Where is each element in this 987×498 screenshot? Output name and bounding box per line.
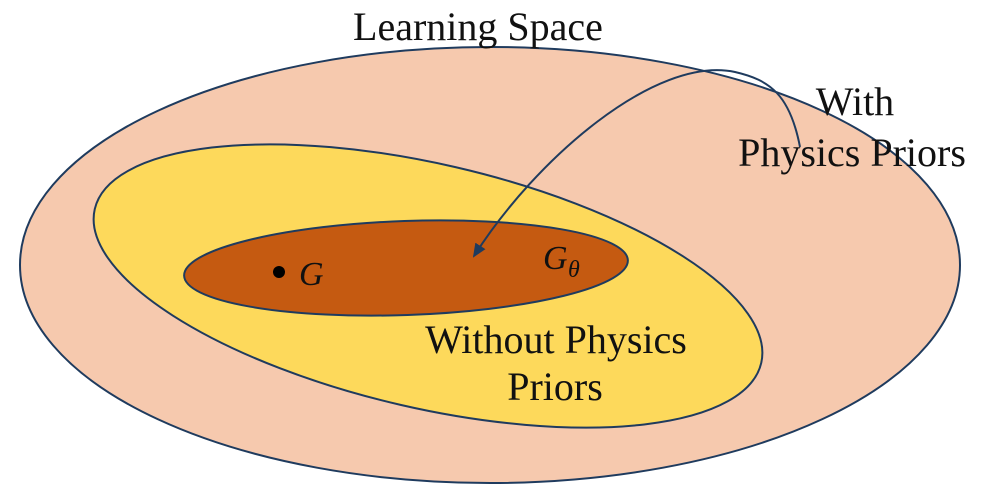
- g-point-marker: [273, 266, 285, 278]
- g-theta-subscript: θ: [568, 257, 580, 283]
- with-priors-label-line1: With: [816, 79, 894, 124]
- diagram-title: Learning Space: [353, 4, 603, 49]
- g-label: G: [299, 256, 324, 293]
- with-priors-ellipse: [183, 219, 629, 317]
- g-theta-label: G: [543, 240, 568, 277]
- without-priors-label-line1: Without Physics: [425, 317, 687, 362]
- with-priors-arrow: [472, 69, 801, 258]
- with-priors-label-line2: Physics Priors: [738, 130, 966, 175]
- without-priors-label-line2: Priors: [507, 364, 603, 409]
